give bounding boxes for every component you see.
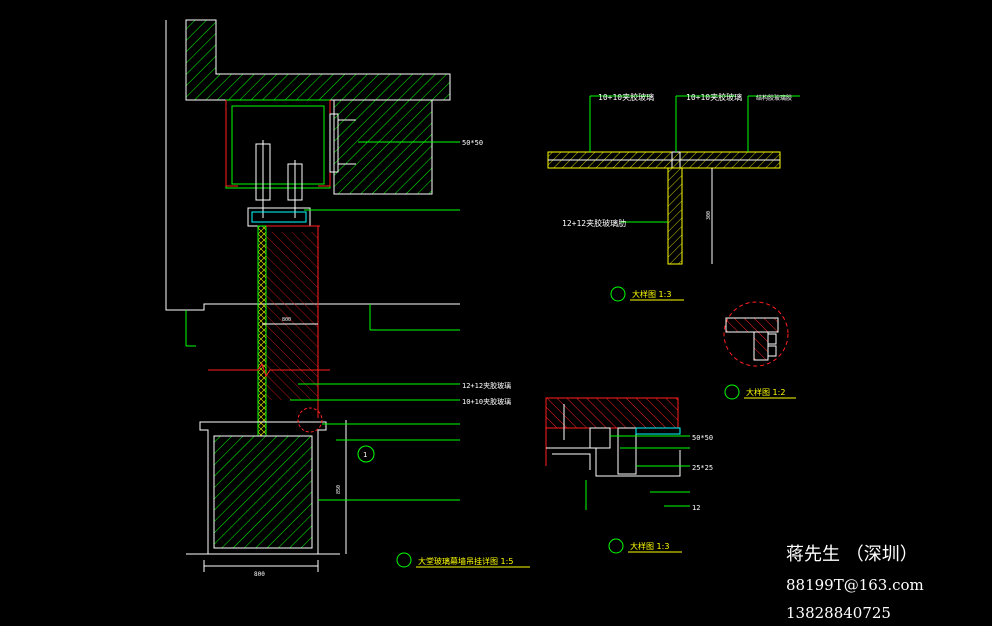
detail-bracket [767, 345, 777, 357]
main-detail: 800 800 850 50*50 12+12夹胶玻璃 10+10夹胶玻璃 1 [165, 19, 530, 578]
detail-top-right-title: 大样图 1:3 [632, 289, 671, 299]
label-glass-12: 12 [692, 504, 700, 512]
beam-hatch [333, 99, 433, 195]
ceiling-profile-inner [552, 453, 591, 470]
leader-lines [585, 435, 690, 510]
angle-box [617, 427, 637, 475]
frame-red-left [225, 100, 238, 187]
break-line [208, 362, 330, 378]
section-symbol-number: 1 [363, 451, 367, 459]
title-symbol [724, 384, 740, 400]
label-glass-mid: 10+10夹胶玻璃 [686, 92, 742, 102]
detail-circle [723, 301, 789, 367]
label-fifty-channel: 50*50 [692, 434, 713, 442]
label-fifty-channel: 50*50 [462, 139, 483, 147]
clamp-bar [251, 211, 307, 223]
leader-lines [185, 141, 460, 501]
ceiling-profile [546, 447, 681, 477]
detail-top-right: 10+10夹胶玻璃 10+10夹胶玻璃 结构胶玻璃胶 12+12夹胶玻璃肋 30… [547, 92, 800, 302]
slab-red [545, 397, 679, 429]
label-angle: 25*25 [692, 464, 713, 472]
signature: 蒋先生 （深圳） 88199T@163.com 13828840725 [786, 544, 924, 622]
label-glass-10: 10+10夹胶玻璃 [462, 397, 511, 406]
ceiling-slab [185, 19, 451, 101]
channel-box [589, 427, 611, 449]
plinth-hatch [213, 435, 313, 549]
title-symbol [610, 286, 626, 302]
title-symbol [608, 538, 624, 554]
glass-fin-section [667, 167, 683, 265]
dim-base-label: 800 [254, 571, 265, 578]
glass-panel [257, 225, 267, 437]
dim-width-label: 800 [282, 317, 291, 323]
glass-fin [266, 232, 318, 400]
glass-strip [635, 427, 681, 435]
detail-callout-circle [297, 407, 323, 433]
label-glass-12: 12+12夹胶玻璃 [462, 381, 511, 390]
detail-bottom-right-title: 大样图 1:3 [630, 541, 669, 551]
dim-fin-label: 300 [706, 211, 712, 220]
glass-clamp [247, 207, 311, 227]
title-symbol [396, 552, 412, 568]
detail-slab [725, 317, 779, 333]
detail-mid-right: 大样图 1:2 [723, 301, 796, 400]
signature-phone: 13828840725 [786, 604, 891, 622]
label-glass-fin: 12+12夹胶玻璃肋 [562, 218, 626, 228]
label-glass-right: 结构胶玻璃胶 [756, 94, 792, 102]
label-glass-left: 10+10夹胶玻璃 [598, 92, 654, 102]
anchor-plate [329, 113, 339, 173]
main-detail-title: 大堂玻璃幕墙吊挂详图 1:5 [418, 556, 513, 566]
signature-name: 蒋先生 （深圳） [786, 544, 918, 565]
detail-bracket [767, 333, 777, 345]
detail-bottom-right: 50*50 25*25 12 大样图 1:3 [545, 397, 713, 554]
section-symbol [357, 445, 375, 463]
hanger-frame [225, 99, 331, 189]
dim-height-label: 850 [336, 485, 342, 494]
hanger-frame-inner [231, 105, 325, 185]
detail-mid-right-title: 大样图 1:2 [746, 387, 785, 397]
signature-email: 88199T@163.com [786, 576, 924, 594]
detail-fin [753, 331, 769, 361]
